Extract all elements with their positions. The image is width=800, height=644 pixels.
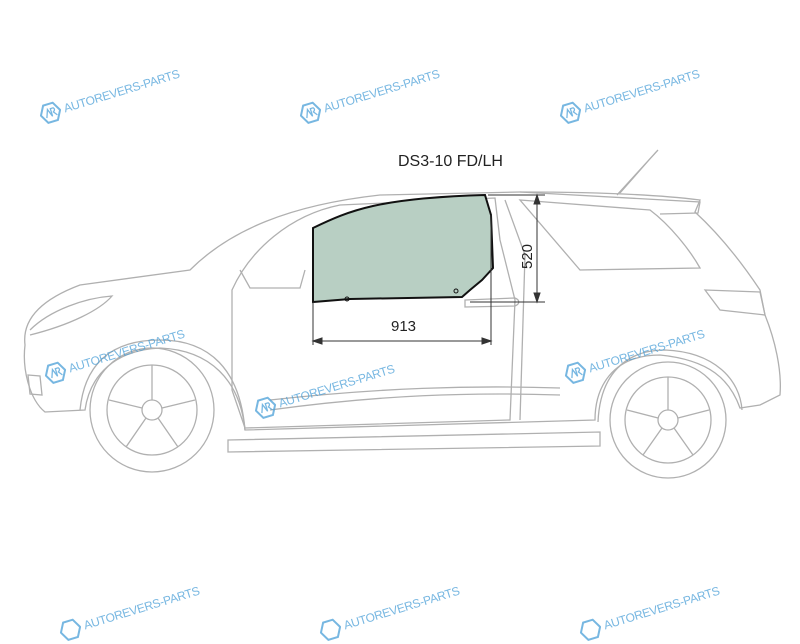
diagram-title: DS3-10 FD/LH	[398, 153, 503, 170]
watermark: AUTOREVERS-PARTS	[252, 358, 398, 422]
ar-logo-icon	[559, 101, 582, 124]
watermark: AUTOREVERS-PARTS	[562, 323, 708, 387]
front-wheel	[89, 347, 215, 473]
height-dimension-label: 520	[519, 243, 537, 270]
ar-logo-icon	[254, 396, 277, 419]
ar-logo-icon	[59, 618, 82, 641]
rear-wheel	[609, 361, 727, 479]
ar-logo-icon	[319, 618, 342, 641]
watermark: AUTOREVERS-PARTS	[557, 63, 703, 127]
mount-hole	[453, 288, 459, 294]
ar-logo-icon	[44, 361, 67, 384]
ar-logo-icon	[579, 618, 602, 641]
watermark: AUTOREVERS-PARTS	[42, 323, 188, 387]
car-diagram	[23, 149, 781, 479]
ar-logo-icon	[39, 101, 62, 124]
watermark: AUTOREVERS-PARTS	[297, 63, 443, 127]
ar-logo-icon	[564, 361, 587, 384]
door-glass	[312, 193, 495, 304]
mount-hole	[344, 296, 350, 302]
dimension-lines	[311, 193, 545, 345]
width-dimension-label: 913	[391, 318, 417, 335]
ar-logo-icon	[299, 101, 322, 124]
watermark: AUTOREVERS-PARTS	[37, 63, 183, 127]
